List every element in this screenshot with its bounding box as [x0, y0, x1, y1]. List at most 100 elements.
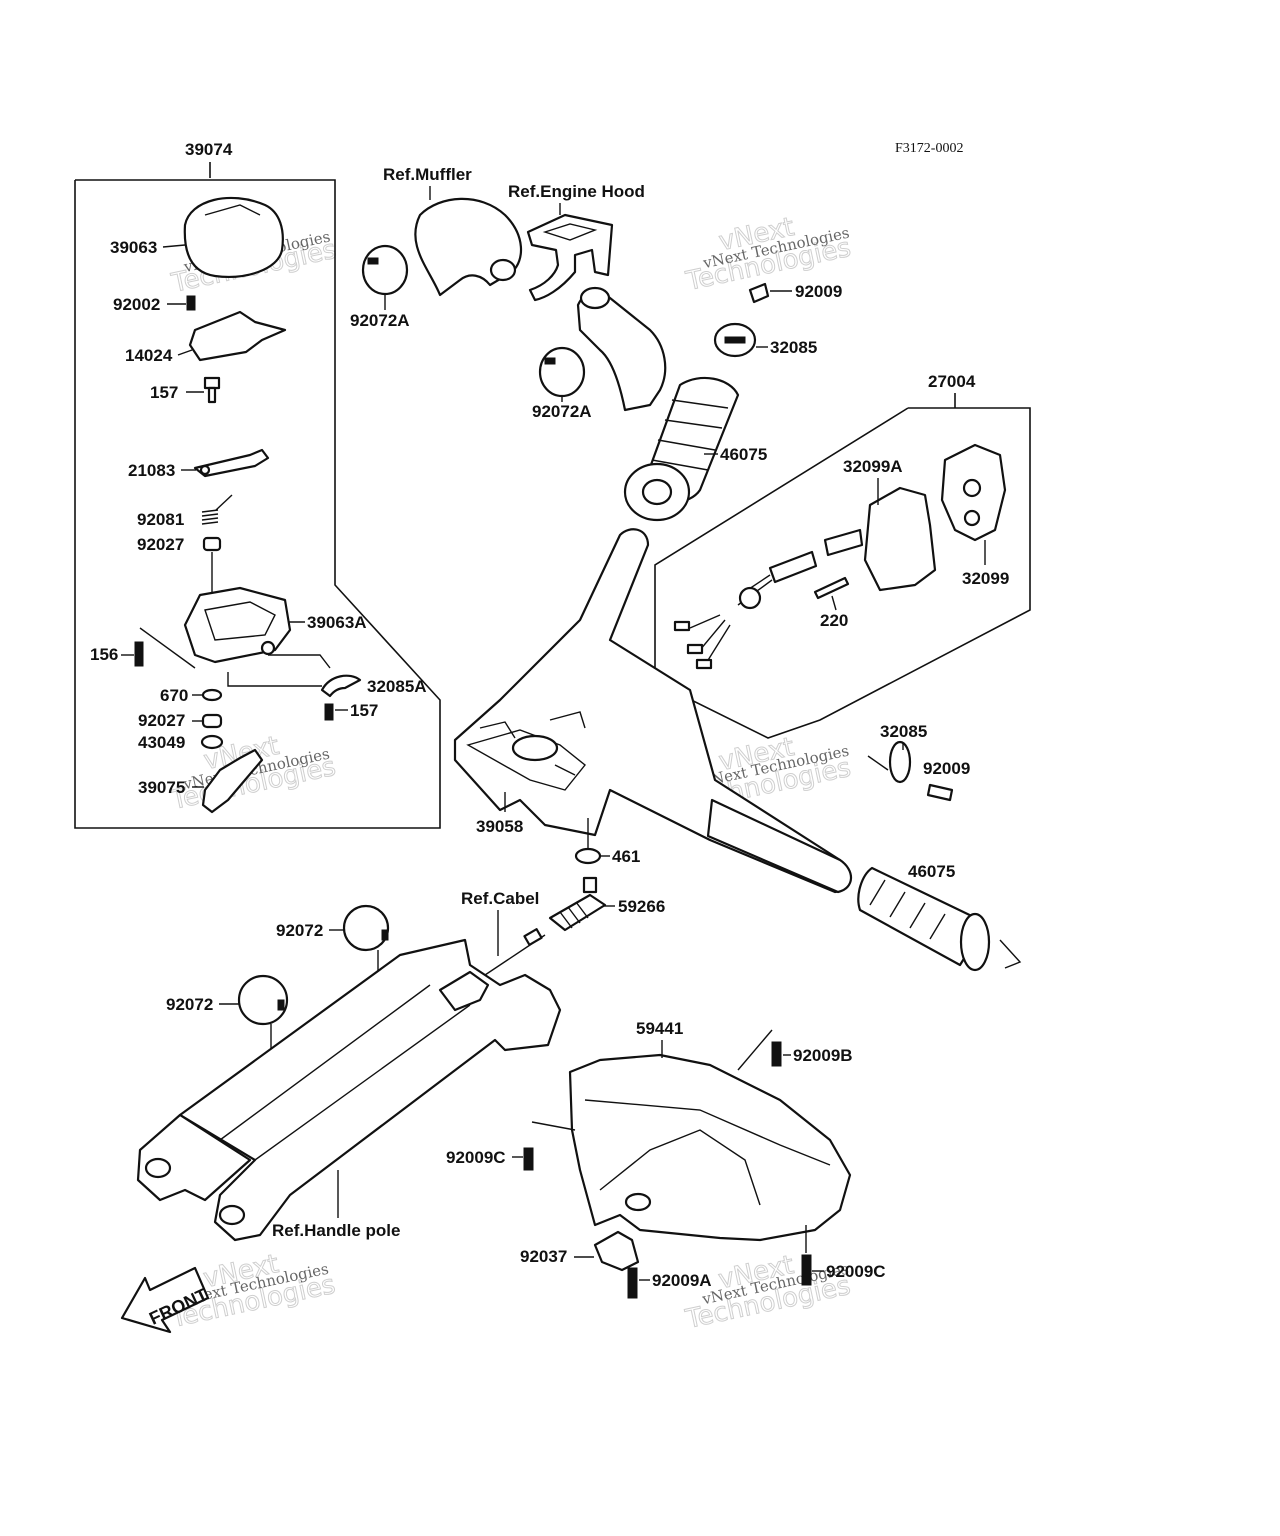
part-39063A-housing: 39063A	[183, 586, 367, 664]
ref-handle-pole: Ref.Handle pole	[136, 938, 562, 1242]
leader-line	[831, 595, 837, 611]
part-label-92009: 92009	[795, 282, 842, 301]
lever-shape	[193, 448, 270, 478]
part-label-46075: 46075	[720, 445, 767, 464]
part-59441-handle-cover: 59441	[568, 1019, 852, 1242]
leader-line	[999, 939, 1022, 969]
part-92009C-bolt-right: 92009C	[801, 1225, 886, 1286]
part-label-39075: 39075	[138, 778, 185, 797]
cover-hole	[624, 1192, 652, 1212]
bolt-shape	[926, 783, 954, 802]
grip-end	[959, 912, 991, 972]
part-label-92009B: 92009B	[793, 1046, 853, 1065]
cover-contours	[584, 1099, 831, 1206]
bolt-shape	[324, 703, 334, 721]
assembly-box-27004: 27004	[654, 372, 1031, 739]
cap-slot	[724, 336, 746, 344]
part-14024-gasket: 14024	[125, 310, 287, 365]
nut-shape	[201, 713, 223, 729]
part-label-32099A: 32099A	[843, 457, 903, 476]
part-59266-cable-adjuster: 59266	[548, 876, 665, 932]
cover-button	[962, 478, 982, 498]
part-label-92072: 92072	[166, 995, 213, 1014]
ref-label-handle-pole: Ref.Handle pole	[272, 1221, 400, 1240]
cover-body	[568, 1053, 852, 1242]
cover-shape	[183, 196, 284, 278]
bolt-shape	[748, 282, 770, 304]
part-32085A-clip: 32085A	[227, 654, 427, 698]
screw-shape	[186, 295, 196, 311]
part-92081-spring: 92081	[137, 494, 233, 529]
part-92072-clamp-a: 92072	[276, 904, 390, 1040]
part-670-washer: 670	[160, 686, 223, 705]
switch-wiring	[673, 528, 864, 670]
part-92072A-clamp-lower: 92072A	[532, 346, 592, 421]
watermark-top-right: Technologies vNext vNext Technologies	[682, 212, 854, 298]
clamp-ring	[538, 346, 586, 398]
grip-ribs	[651, 399, 729, 471]
part-label-39063A: 39063A	[307, 613, 367, 632]
washer-shape	[574, 847, 602, 865]
assembly-outline	[654, 407, 1031, 739]
wire-sleeve	[768, 550, 818, 584]
pole-edges	[219, 984, 471, 1161]
part-461-washer: 461	[574, 818, 640, 866]
wire-sleeve	[823, 528, 864, 557]
part-label-43049: 43049	[138, 733, 185, 752]
part-32099A-switch-housing: 32099A	[843, 457, 937, 592]
bolt-shape	[627, 1267, 638, 1299]
part-39063-cover: 39063	[110, 196, 284, 278]
part-label-39063: 39063	[110, 238, 157, 257]
part-label-157: 157	[150, 383, 178, 402]
grip-bore	[641, 478, 673, 506]
ref-label-muffler: Ref.Muffler	[383, 165, 472, 184]
cover-button	[963, 509, 981, 527]
part-label-39074: 39074	[185, 140, 233, 159]
part-220-screw: 220	[813, 576, 850, 630]
bolt-shape	[523, 1147, 534, 1171]
leader-line	[268, 654, 331, 669]
part-46075-grip-left: 46075	[623, 376, 767, 522]
wire-terminal	[686, 643, 704, 655]
clamp-tab	[277, 999, 285, 1011]
spring-coils	[201, 509, 219, 525]
part-label-92009C: 92009C	[446, 1148, 506, 1167]
bracket-shape	[593, 1230, 640, 1272]
switch-housing	[863, 486, 937, 592]
part-39075-throttle-lever: 39075	[138, 748, 264, 814]
part-label-32099: 32099	[962, 569, 1009, 588]
part-92009-bolt-top: 92009	[748, 282, 842, 304]
clamp-tab	[381, 929, 389, 941]
part-label-92072A: 92072A	[532, 402, 592, 421]
screw-shape	[813, 576, 850, 600]
adjuster-body	[548, 893, 607, 932]
part-92072A-clamp-upper: 92072A	[350, 244, 410, 330]
leader-line	[867, 755, 889, 771]
part-21083-lever: 21083	[128, 448, 270, 480]
bolt-shape	[771, 1041, 782, 1067]
part-92009B-bolt: 92009B	[737, 1029, 853, 1071]
lower-muffler-elbow	[576, 286, 667, 412]
part-label-156: 156	[90, 645, 118, 664]
part-92009A-bolt: 92009A	[627, 1267, 712, 1299]
ref-engine-hood-group: Ref.Engine Hood	[508, 182, 645, 302]
pole-eye	[218, 1204, 246, 1226]
part-label-92037: 92037	[520, 1247, 567, 1266]
grommet	[738, 586, 762, 610]
part-label-92027: 92027	[138, 711, 185, 730]
part-label-32085A: 32085A	[367, 677, 427, 696]
part-label-39058: 39058	[476, 817, 523, 836]
ref-cable-group: Ref.Cabel	[461, 889, 546, 986]
part-label-92002: 92002	[113, 295, 160, 314]
elbow-shape	[576, 290, 667, 412]
wire-terminal	[673, 620, 691, 632]
housing-port	[260, 640, 276, 656]
muffler-opening	[489, 258, 517, 282]
adjuster-threads	[559, 901, 589, 929]
ref-muffler-group: Ref.Muffler	[383, 165, 523, 297]
part-label-92009C: 92009C	[826, 1262, 886, 1281]
part-39058-handlebar: 39058	[453, 528, 853, 894]
part-label-220: 220	[820, 611, 848, 630]
part-label-32085: 32085	[770, 338, 817, 357]
part-label-14024: 14024	[125, 346, 173, 365]
